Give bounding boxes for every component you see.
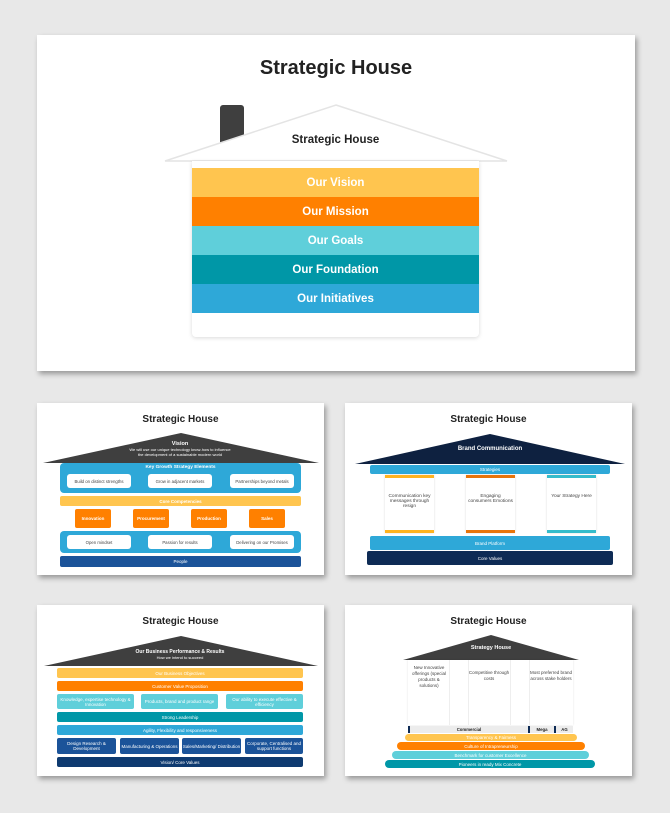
brand-platform-bar[interactable]: Brand Platform	[370, 536, 610, 550]
slide-title: Strategic House	[259, 57, 413, 79]
pillar-text: Communication key messages through resig…	[388, 494, 431, 509]
roof-label: Strategic House	[291, 134, 380, 146]
value-proposition-bar[interactable]: Customer Value Proposition	[57, 681, 303, 691]
function-box[interactable]: Manufacturing & Operations	[120, 738, 179, 754]
value-item[interactable]: Passion for results	[148, 535, 212, 549]
segment-divider	[554, 726, 556, 733]
competency-production[interactable]: Production	[191, 509, 227, 528]
segment-divider	[528, 726, 530, 733]
roof-text-line: We will use our unique technology know-h…	[129, 447, 231, 452]
agility-bar[interactable]: Agility, Flexibility and responsiveness	[57, 725, 303, 735]
band-vision[interactable]: Our Vision	[192, 168, 479, 197]
key-growth-heading: Key Growth Strategy Elements	[145, 465, 216, 470]
slide-main-strategic-house[interactable]: Strategic House Strategic House Our Visi…	[37, 35, 635, 371]
growth-item[interactable]: Partnerships beyond metals	[230, 474, 294, 488]
people-base[interactable]: People	[60, 556, 301, 567]
roof-label: Brand Communication	[457, 446, 523, 452]
core-competencies-bar[interactable]: Core Competencies	[60, 496, 301, 506]
slide-thumbnail-vision[interactable]: Strategic House Vision We will use our u…	[37, 403, 324, 575]
pillar-column	[468, 660, 511, 725]
pillar-column	[408, 660, 450, 725]
pillar-text: Your Strategy Here	[551, 494, 592, 499]
slide-title: Strategic House	[142, 616, 219, 627]
pillar-text: Competitive through costs	[468, 670, 510, 681]
competency-innovation[interactable]: Innovation	[75, 509, 111, 528]
slide-title: Strategic House	[450, 414, 527, 425]
pillar: Communication key messages through resig…	[385, 475, 434, 533]
pillar-text: Most preferred brand across stake holder…	[529, 670, 573, 681]
capability-box[interactable]: Knowledge, expertise technology & Innova…	[57, 694, 134, 709]
slide-title: Strategic House	[450, 616, 527, 627]
roof-heading: Our Business Performance & Results	[135, 649, 225, 655]
function-box[interactable]: Design Research & Development	[57, 738, 116, 754]
pillar: Engaging consumers Emotions	[466, 475, 515, 533]
slide-thumbnail-business-performance[interactable]: Strategic House Our Business Performance…	[37, 605, 324, 776]
slide-thumbnail-brand-communication[interactable]: Strategic House Brand Communication Stra…	[345, 403, 632, 575]
roof-shape	[43, 433, 319, 463]
pillars-area	[408, 660, 573, 725]
objectives-bar[interactable]: Our Business Objectives	[57, 668, 303, 678]
function-box[interactable]: Sales/Marketing/ Distribution	[182, 738, 241, 754]
step-benchmark[interactable]: Benchmark for customer Excellence	[392, 751, 589, 759]
value-item[interactable]: Open mindset	[67, 535, 131, 549]
segment-bar	[408, 726, 573, 733]
leadership-bar[interactable]: Strong Leadership	[57, 712, 303, 722]
roof-text: Our Business Performance & Results How w…	[107, 649, 253, 660]
capability-box[interactable]: Our ability to execute effective & effic…	[226, 694, 303, 709]
segment-mega[interactable]: Mega	[536, 727, 548, 732]
growth-item[interactable]: Build on distinct strengths	[67, 474, 131, 488]
step-transparency[interactable]: Transparency & Fairness	[405, 734, 577, 741]
roof-shape	[355, 434, 625, 464]
strategies-bar[interactable]: Strategies	[370, 465, 610, 474]
step-pioneers[interactable]: Pioneers in ready Mix Concrete	[385, 760, 595, 768]
function-box[interactable]: Corporate, Centralised and support funct…	[245, 738, 303, 754]
roof-heading: Vision	[171, 441, 189, 447]
roof-shape	[44, 636, 318, 666]
roof-text-line: the development of a sustainable modern …	[137, 452, 223, 457]
step-intrapreneurship[interactable]: Culture of Intrapreneurship	[397, 742, 585, 750]
core-values-bar[interactable]: Core Values	[367, 551, 613, 565]
slide-thumbnail-strategy-house[interactable]: Strategic House Strategy House New Innov…	[345, 605, 632, 776]
competency-procurement[interactable]: Procurement	[133, 509, 169, 528]
value-item[interactable]: Delivering on our Promises	[230, 535, 294, 549]
band-initiatives[interactable]: Our Initiatives	[192, 284, 479, 313]
roof-subheading: How we intend to succeed	[156, 655, 204, 660]
roof-label: Strategy House	[470, 645, 512, 651]
segment-commercial[interactable]: Commercial	[456, 727, 482, 732]
growth-item[interactable]: Grow in adjacent markets	[148, 474, 212, 488]
key-growth-panel: Key Growth Strategy Elements Build on di…	[60, 463, 301, 493]
band-mission[interactable]: Our Mission	[192, 197, 479, 226]
core-values-base[interactable]: Vision/ Core Values	[57, 757, 303, 767]
pillar-text: New Innovative offerings (special produc…	[412, 665, 446, 688]
competency-sales[interactable]: Sales	[249, 509, 285, 528]
pillar-text: Engaging consumers Emotions	[468, 494, 513, 504]
capability-box[interactable]: Products, brand and product range	[141, 694, 218, 709]
segment-ag[interactable]: AG	[561, 727, 568, 732]
band-foundation[interactable]: Our Foundation	[192, 255, 479, 284]
band-goals[interactable]: Our Goals	[192, 226, 479, 255]
pillar-column	[529, 660, 573, 725]
slide-title: Strategic House	[142, 414, 219, 425]
roof-shape	[403, 635, 579, 660]
pillar: Your Strategy Here	[547, 475, 596, 533]
values-panel: Open mindset Passion for results Deliver…	[60, 531, 301, 553]
roof-text: Vision We will use our unique technology…	[97, 441, 263, 457]
